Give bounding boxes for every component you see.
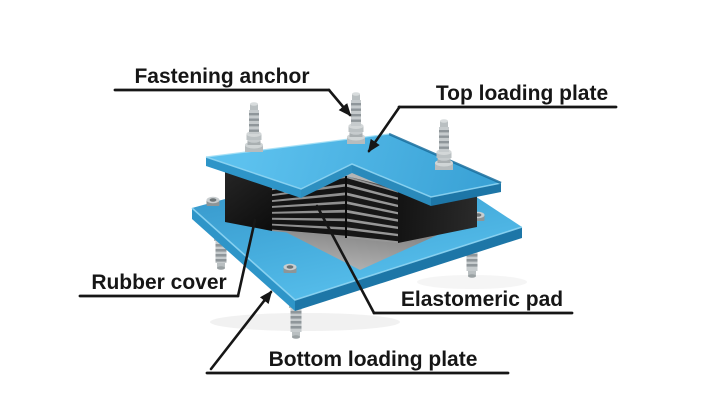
top-anchors — [245, 92, 453, 170]
label-elastomeric-pad: Elastomeric pad — [401, 288, 563, 311]
bolt-head-icon — [283, 263, 297, 273]
top-loading-plate-shape — [205, 132, 502, 206]
fastening-anchor-top-icon — [347, 92, 365, 144]
label-bottom-loading-plate: Bottom loading plate — [269, 348, 478, 371]
leader-line-fastening-anchor — [327, 88, 352, 117]
label-fastening-anchor: Fastening anchor — [134, 65, 309, 88]
leader-line-elastomeric-pad — [315, 204, 376, 315]
leader-line-rubber-cover — [236, 218, 257, 298]
fastening-anchor-top-icon — [245, 102, 263, 152]
callouts: Fastening anchor Top loading plate Rubbe… — [78, 65, 618, 375]
ground-shadow — [210, 275, 527, 331]
bolt-heads — [206, 196, 485, 273]
leader-line-bottom-loading-plate — [209, 290, 273, 371]
label-rubber-cover: Rubber cover — [91, 271, 226, 294]
leader-line-top-loading-plate — [367, 105, 401, 153]
bottom-anchors — [214, 236, 479, 339]
bolt-head-icon — [206, 196, 220, 206]
fastening-anchor-top-icon — [435, 119, 453, 170]
label-top-loading-plate: Top loading plate — [436, 82, 608, 105]
